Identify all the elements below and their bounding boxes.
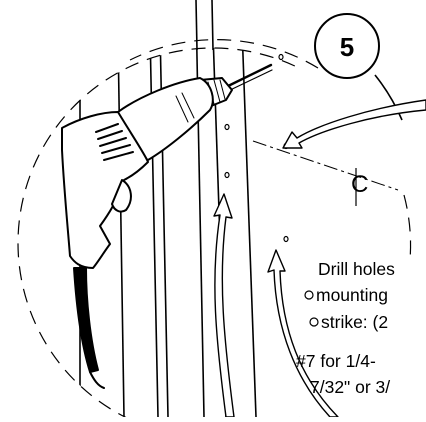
step-badge: 5 [314,13,380,79]
power-drill-icon [61,63,273,389]
detail-circle-right-dashed [403,194,412,261]
hole-lower [224,171,230,179]
centerline-symbol: C [351,168,368,206]
size-line-2: 7/32" or 3/ [310,377,390,397]
open-circle-bullet [304,290,314,300]
hole-bottom [283,235,289,243]
size-line-1: #7 for 1/4- [296,351,376,371]
hole-top [278,53,284,61]
bullet-strike: strike: (2 [321,312,388,332]
curved-arrow-up-right [267,249,339,418]
step-circle [314,13,380,79]
centerline-mark: C [351,171,368,198]
bullet-mounting: mounting [316,285,388,305]
curved-arrow-strike [282,99,426,149]
centerline [252,140,399,191]
board-edge [195,0,198,51]
detail-circle-top-arc [129,39,319,69]
step-number: 5 [340,32,354,62]
board-edge [211,0,214,51]
open-circle-bullet [309,317,319,327]
hole-upper [224,123,230,131]
instructions: Drill holes mounting strike: (2 #7 for 1… [296,259,395,397]
instructions-heading: Drill holes [318,259,395,279]
curved-arrow-up-center [213,193,235,418]
detail-circle-right-arc [374,74,403,121]
